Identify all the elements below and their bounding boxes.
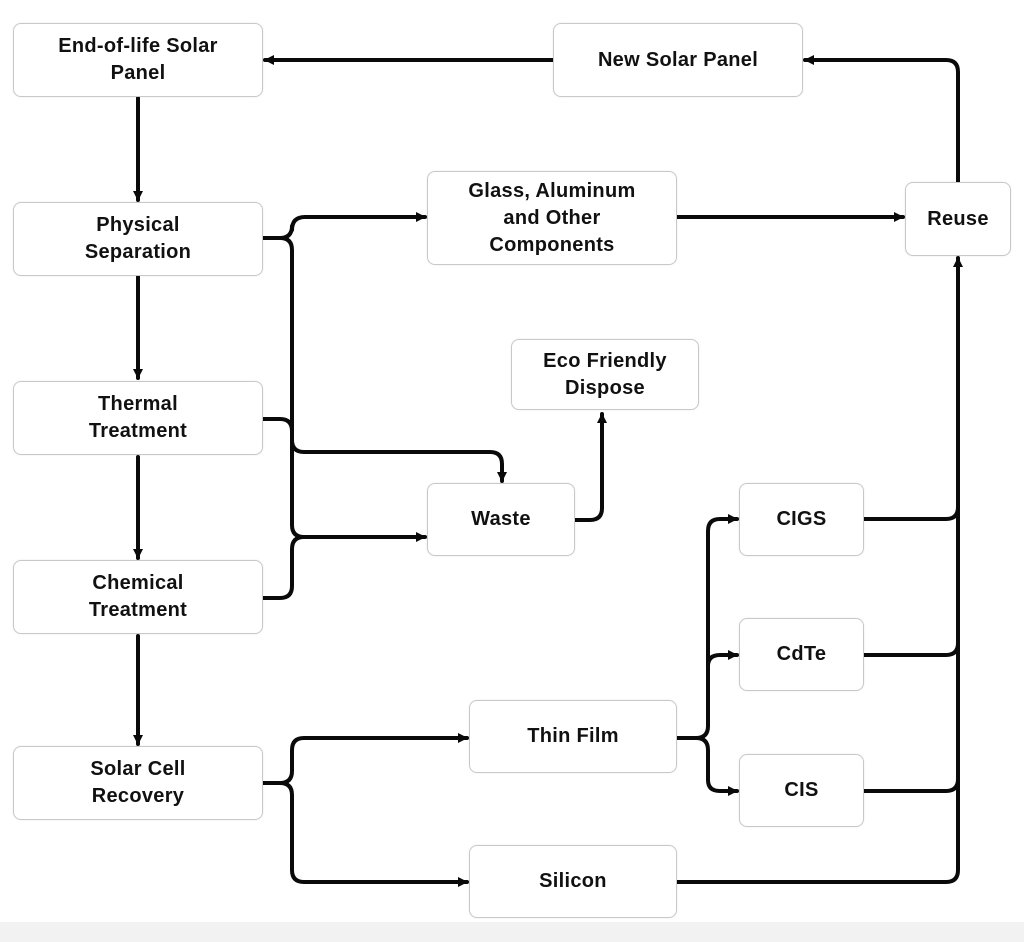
cdte-box: CdTe: [739, 618, 864, 691]
arrow-physical-to-glass: [260, 212, 427, 240]
arrow-chemical-to-waste: [260, 532, 427, 600]
line-cis-to-collector: [862, 777, 960, 793]
physical-separation-box: Physical Separation: [13, 202, 263, 276]
end-of-life-panel-box: End-of-life Solar Panel: [13, 23, 263, 97]
line-thermal-to-bus: [260, 417, 294, 433]
new-solar-panel-box: New Solar Panel: [553, 23, 803, 97]
silicon-box: Silicon: [469, 845, 677, 918]
solar-cell-recovery-box: Solar Cell Recovery: [13, 746, 263, 820]
arrow-thinfilm-to-cis: [694, 736, 739, 796]
arrow-solarcell-to-thinfilm: [260, 733, 469, 785]
line-cigs-to-collector: [862, 505, 960, 521]
reuse-box: Reuse: [905, 182, 1011, 256]
arrow-thinfilm-to-cigs: [675, 514, 739, 740]
line-physical-bus: [278, 236, 306, 539]
cis-box: CIS: [739, 754, 864, 827]
bottom-strip: [0, 922, 1024, 942]
chemical-treatment-box: Chemical Treatment: [13, 560, 263, 634]
arrow-bus-to-waste-top: [290, 438, 507, 483]
thermal-treatment-box: Thermal Treatment: [13, 381, 263, 455]
arrow-thinfilm-to-cdte: [706, 650, 739, 668]
thin-film-box: Thin Film: [469, 700, 677, 773]
arrow-collector-to-reuse: [675, 256, 963, 884]
arrow-solarcell-to-silicon: [278, 781, 469, 887]
waste-box: Waste: [427, 483, 575, 556]
arrow-waste-to-eco: [573, 412, 607, 522]
cigs-box: CIGS: [739, 483, 864, 556]
line-cdte-to-collector: [862, 641, 960, 657]
arrow-reuse-to-new: [803, 55, 960, 184]
glass-aluminum-box: Glass, Aluminum and Other Components: [427, 171, 677, 265]
eco-friendly-dispose-box: Eco Friendly Dispose: [511, 339, 699, 410]
